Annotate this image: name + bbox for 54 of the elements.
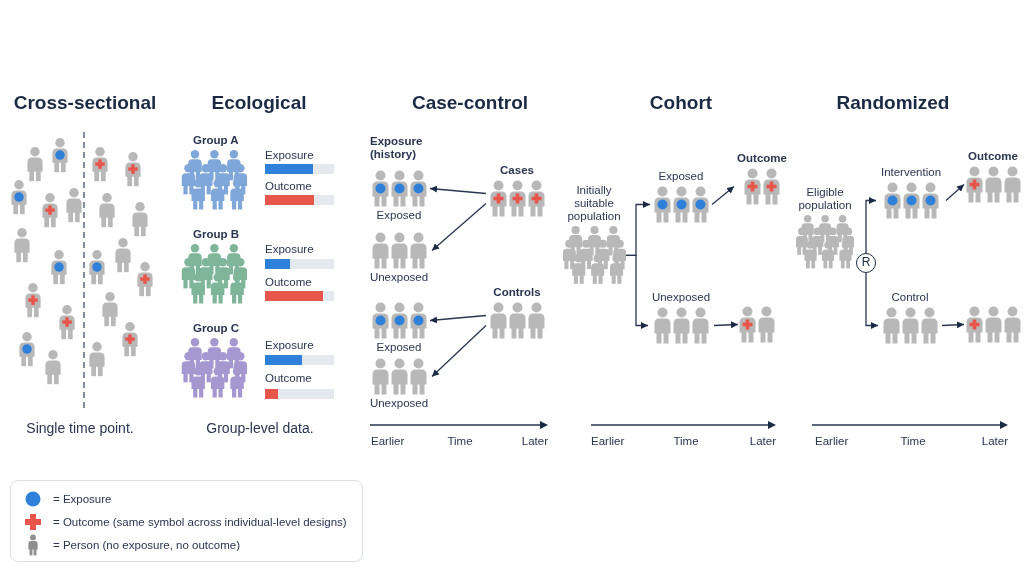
- column-title: Randomized: [836, 95, 950, 109]
- arrow: [431, 324, 487, 378]
- arrow: [431, 202, 487, 252]
- group-label: Cases: [500, 164, 534, 177]
- group-label: Eligible population: [797, 186, 853, 212]
- group-label: Outcome: [968, 150, 1018, 163]
- legend-text: = Exposure: [53, 492, 112, 505]
- axis-label: Time: [900, 434, 926, 448]
- group-label: Intervention: [880, 166, 942, 179]
- bar-label: Exposure: [265, 338, 314, 352]
- axis-label: Later: [521, 434, 548, 448]
- column-title: Cross-sectional: [13, 95, 157, 109]
- arrow: [429, 314, 487, 324]
- arrow: [625, 254, 649, 329]
- axis-label: Earlier: [371, 434, 405, 448]
- group-label: Exposed: [376, 209, 422, 222]
- axis-label: Later: [749, 434, 776, 448]
- group-label: Outcome: [737, 152, 787, 165]
- group-label: Unexposed: [369, 271, 429, 284]
- axis-label: Time: [673, 434, 699, 448]
- arrow: [865, 272, 879, 329]
- group-label: Exposed: [376, 341, 422, 354]
- group-name: Group B: [193, 227, 239, 241]
- column-title: Cohort: [649, 95, 713, 109]
- legend-text: = Outcome (same symbol across individual-level designs): [53, 515, 347, 528]
- axis-label: Later: [981, 434, 1008, 448]
- bar-label: Exposure: [265, 242, 314, 256]
- group-name: Group C: [193, 321, 239, 335]
- arrow: [713, 321, 739, 329]
- arrow: [945, 183, 965, 202]
- arrow: [941, 321, 965, 329]
- axis-label: Earlier: [591, 434, 625, 448]
- arrow: [711, 185, 735, 206]
- randomization-circle: R: [856, 253, 876, 273]
- group-label: Exposed: [658, 170, 704, 183]
- legend-text: = Person (no exposure, no outcome): [53, 538, 240, 551]
- caption-text: Single time point.: [26, 421, 134, 435]
- bar-label: Outcome: [265, 371, 312, 385]
- bar-label: Outcome: [265, 179, 312, 193]
- group-label: Initially suitable population: [566, 184, 622, 223]
- group-label: Control: [891, 291, 929, 304]
- group-label: Unexposed: [369, 397, 429, 410]
- column-heading: Exposure (history): [370, 135, 424, 161]
- arrow: [429, 185, 487, 195]
- arrow: [865, 197, 877, 254]
- group-label: Unexposed: [651, 291, 711, 304]
- group-label: Controls: [493, 286, 541, 299]
- group-name: Group A: [193, 133, 239, 147]
- caption-text: Group-level data.: [206, 421, 314, 435]
- axis-label: Time: [447, 434, 473, 448]
- column-title: Case-control: [411, 95, 529, 109]
- bar-label: Exposure: [265, 148, 314, 162]
- axis-label: Earlier: [815, 434, 849, 448]
- bar-label: Outcome: [265, 275, 312, 289]
